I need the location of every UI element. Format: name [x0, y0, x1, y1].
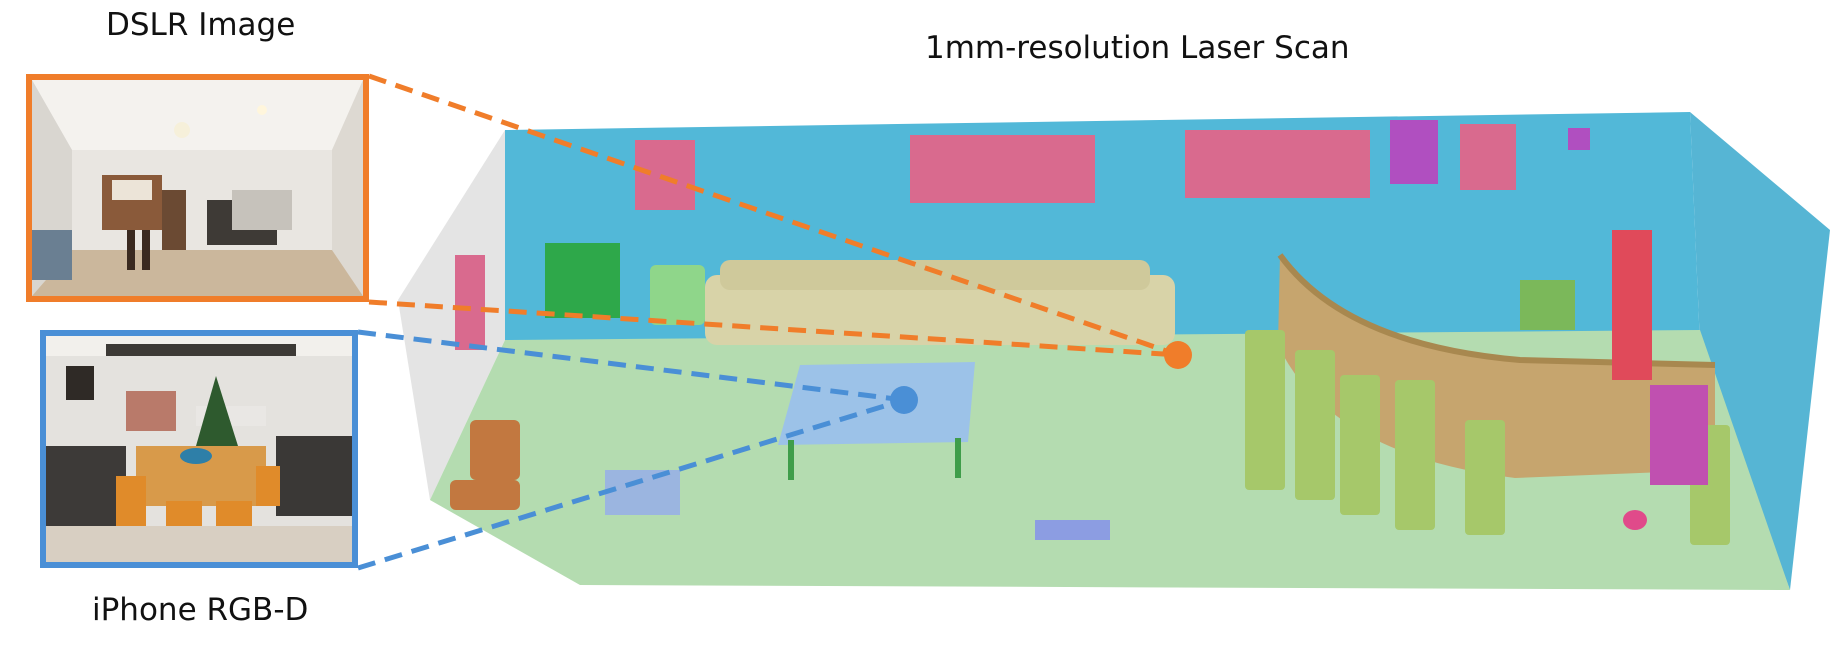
scan-posters: [455, 120, 1590, 350]
iphone-connector-lines: [357, 329, 905, 571]
scan-bar-stools: [1245, 330, 1730, 545]
dslr-camera-position-marker: [1164, 341, 1192, 369]
laser-scan-label: 1mm-resolution Laser Scan: [925, 30, 1350, 66]
scan-rug: [605, 470, 680, 515]
iphone-photo: [40, 330, 358, 568]
scan-bar-counter: [1277, 253, 1716, 478]
scan-table-legs: [788, 438, 961, 480]
scan-sofa: [705, 260, 1175, 345]
scan-misc-objects: [1520, 230, 1708, 530]
scan-left-wall: [398, 130, 505, 500]
scan-right-wall: [1690, 112, 1830, 590]
iphone-camera-position-marker: [890, 386, 918, 414]
scan-chair: [650, 265, 705, 325]
iphone-room-image: [46, 336, 352, 562]
dslr-image-label: DSLR Image: [106, 7, 296, 43]
iphone-rgbd-label: iPhone RGB-D: [92, 592, 309, 628]
scan-floor-mat: [1035, 520, 1110, 540]
dslr-photo: [26, 74, 369, 302]
dslr-room-image: [32, 80, 363, 296]
scan-radiator: [545, 243, 620, 318]
scan-table: [778, 362, 975, 445]
dslr-connector-lines: [368, 73, 1179, 358]
scan-armchairs: [450, 420, 520, 510]
